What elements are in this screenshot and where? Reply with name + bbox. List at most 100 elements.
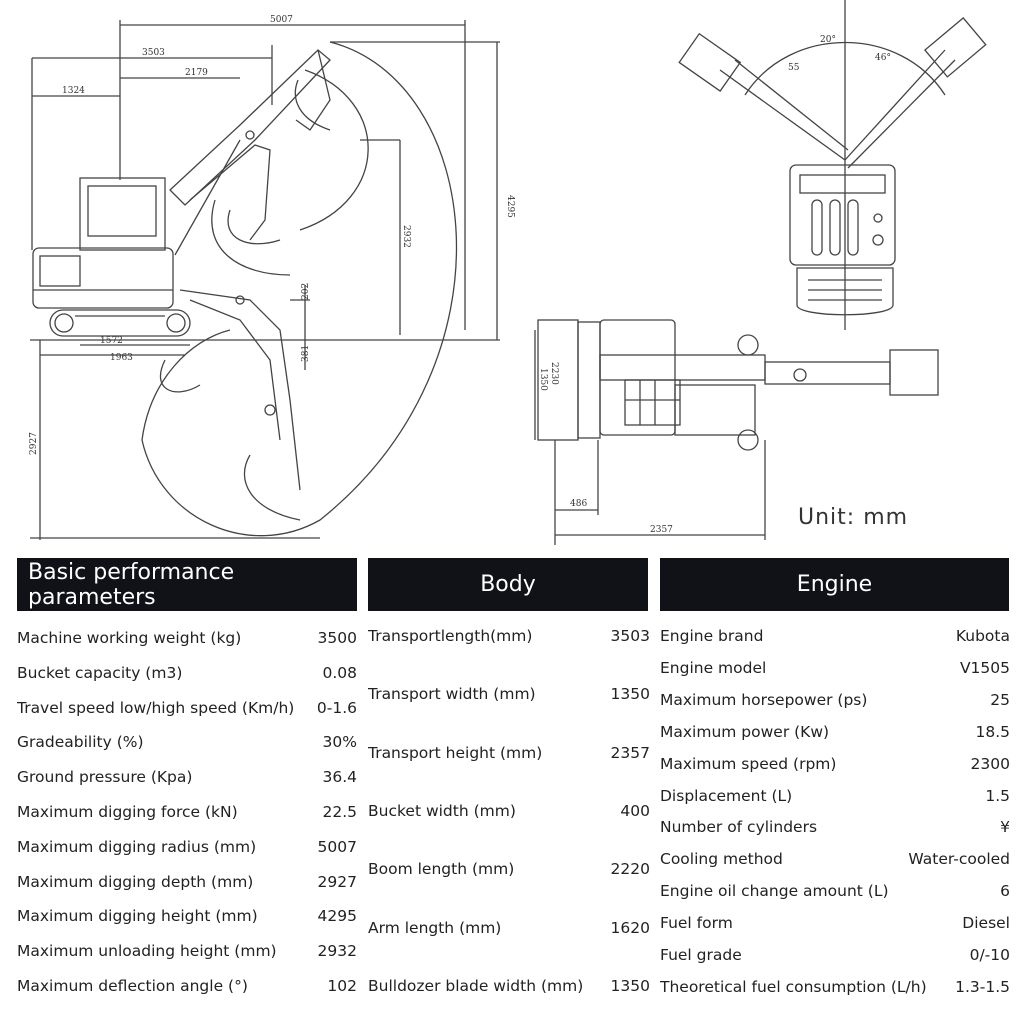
basic-spec-row: Maximum unloading height (mm) 2932 bbox=[17, 941, 357, 961]
body-header: Body bbox=[368, 558, 648, 611]
dim-2179: 2179 bbox=[185, 68, 208, 78]
spec-value: ¥ bbox=[1000, 818, 1010, 836]
angle-55: 55 bbox=[788, 63, 800, 73]
engine-spec-row: Cooling method Water-cooled bbox=[660, 849, 1010, 869]
excavator-technical-drawing: 5007 3503 2179 1324 4295 2932 202 381 15… bbox=[29, 0, 987, 545]
top-view-drawing bbox=[678, 0, 987, 330]
body-title: Body bbox=[480, 572, 536, 597]
dim-5007: 5007 bbox=[270, 15, 293, 25]
spec-value: 3503 bbox=[610, 627, 650, 645]
engine-spec-row: Fuel form Diesel bbox=[660, 913, 1010, 933]
body-spec-row: Bulldozer blade width (mm)1350 bbox=[368, 976, 650, 996]
engine-title: Engine bbox=[796, 572, 873, 597]
basic-spec-row: Maximum digging height (mm) 4295 bbox=[17, 906, 357, 926]
spec-label: Engine model bbox=[660, 659, 767, 677]
dim-2357: 2357 bbox=[650, 525, 673, 535]
engine-spec-row: Maximum power (Kw) 18.5 bbox=[660, 722, 1010, 742]
spec-label: Theoretical fuel consumption (L/h) bbox=[660, 978, 927, 996]
spec-label: Bulldozer blade width (mm) bbox=[368, 977, 584, 995]
spec-label: Maximum deflection angle (°) bbox=[17, 977, 248, 995]
dim-2932: 2932 bbox=[401, 225, 411, 248]
spec-label: Engine oil change amount (L) bbox=[660, 882, 889, 900]
spec-value: 2932 bbox=[317, 942, 357, 960]
basic-spec-row: Maximum digging force (kN) 22.5 bbox=[17, 802, 357, 822]
spec-value: 0/-10 bbox=[969, 946, 1010, 964]
basic-parameters-title: Basic performance parameters bbox=[28, 559, 235, 610]
spec-label: Maximum digging radius (mm) bbox=[17, 838, 257, 856]
spec-label: Transportlength(mm) bbox=[368, 627, 533, 645]
spec-label: Bucket width (mm) bbox=[368, 802, 516, 820]
spec-value: 36.4 bbox=[322, 768, 357, 786]
spec-label: Machine working weight (kg) bbox=[17, 629, 242, 647]
plan-view-drawing bbox=[534, 319, 939, 545]
dim-381: 381 bbox=[301, 345, 311, 362]
spec-value: 2927 bbox=[317, 873, 357, 891]
body-spec-row: Transportlength(mm) 3503 bbox=[368, 626, 650, 646]
spec-value: 30% bbox=[322, 733, 357, 751]
engine-header: Engine bbox=[660, 558, 1009, 611]
spec-value: 18.5 bbox=[975, 723, 1010, 741]
basic-spec-row: Ground pressure (Kpa) 36.4 bbox=[17, 767, 357, 787]
side-view-drawing bbox=[30, 20, 500, 540]
spec-value: Kubota bbox=[955, 627, 1010, 645]
dim-3503: 3503 bbox=[142, 48, 165, 58]
spec-label: Maximum digging force (kN) bbox=[17, 803, 238, 821]
spec-label: Arm length (mm) bbox=[368, 919, 502, 937]
spec-label: Boom length (mm) bbox=[368, 860, 515, 878]
body-spec-row: Arm length (mm) 1620 bbox=[368, 918, 650, 938]
spec-value: 0-1.6 bbox=[316, 699, 357, 717]
spec-label: Maximum unloading height (mm) bbox=[17, 942, 277, 960]
basic-spec-row: Travel speed low/high speed (Km/h)0-1.6 bbox=[17, 698, 357, 718]
plan-view-dimension-labels: 1350 2230 486 2357 bbox=[538, 362, 673, 535]
dim-2927: 2927 bbox=[29, 432, 39, 455]
engine-spec-row: Theoretical fuel consumption (L/h) 1.3-1.… bbox=[660, 977, 1010, 997]
dim-1350: 1350 bbox=[538, 368, 548, 391]
spec-label: Maximum power (Kw) bbox=[660, 723, 830, 741]
engine-spec-row: Maximum speed (rpm) 2300 bbox=[660, 754, 1010, 774]
spec-label: Gradeability (%) bbox=[17, 733, 144, 751]
dim-1963: 1963 bbox=[110, 353, 133, 363]
spec-value: Water-cooled bbox=[908, 850, 1010, 868]
unit-label: Unit: mm bbox=[798, 505, 909, 530]
spec-value: 2300 bbox=[970, 755, 1010, 773]
spec-value: 1620 bbox=[610, 919, 650, 937]
engine-spec-row: Engine model V1505 bbox=[660, 658, 1010, 678]
spec-label: Maximum digging height (mm) bbox=[17, 907, 258, 925]
dim-202: 202 bbox=[301, 283, 311, 300]
spec-label: Maximum speed (rpm) bbox=[660, 755, 837, 773]
spec-label: Cooling method bbox=[660, 850, 783, 868]
spec-value: Diesel bbox=[962, 914, 1010, 932]
basic-spec-row: Maximum digging radius (mm) 5007 bbox=[17, 837, 357, 857]
angle-46: 46° bbox=[875, 53, 891, 63]
engine-spec-row: Number of cylinders¥ bbox=[660, 817, 1010, 837]
spec-value: 22.5 bbox=[322, 803, 357, 821]
spec-value: V1505 bbox=[959, 659, 1010, 677]
body-spec-row: Transport height (mm)2357 bbox=[368, 743, 650, 763]
spec-value: 400 bbox=[620, 802, 650, 820]
spec-label: Transport width (mm) bbox=[368, 685, 536, 703]
dim-2230: 2230 bbox=[549, 362, 559, 385]
top-view-angle-labels: 20° 46° 55 bbox=[788, 35, 891, 73]
spec-label: Ground pressure (Kpa) bbox=[17, 768, 193, 786]
spec-label: Fuel grade bbox=[660, 946, 742, 964]
body-spec-row: Bucket width (mm) 400 bbox=[368, 801, 650, 821]
spec-value: 102 bbox=[327, 977, 357, 995]
engine-spec-row: Engine oil change amount (L)6 bbox=[660, 881, 1010, 901]
spec-value: 25 bbox=[990, 691, 1010, 709]
spec-value: 3500 bbox=[317, 629, 357, 647]
dim-4295: 4295 bbox=[505, 195, 515, 218]
spec-value: 0.08 bbox=[322, 664, 357, 682]
spec-label: Bucket capacity (m3) bbox=[17, 664, 183, 682]
spec-label: Fuel form bbox=[660, 914, 733, 932]
dim-1572: 1572 bbox=[100, 336, 123, 346]
spec-value: 1.3-1.5 bbox=[955, 978, 1010, 996]
dim-486: 486 bbox=[570, 499, 587, 509]
spec-value: 1350 bbox=[610, 685, 650, 703]
spec-value: 4295 bbox=[317, 907, 357, 925]
basic-spec-row: Machine working weight (kg) 3500 bbox=[17, 628, 357, 648]
spec-value: 5007 bbox=[317, 838, 357, 856]
body-spec-row: Transport width (mm) 1350 bbox=[368, 684, 650, 704]
spec-value: 2357 bbox=[610, 744, 650, 762]
basic-spec-row: Gradeability (%) 30% bbox=[17, 732, 357, 752]
